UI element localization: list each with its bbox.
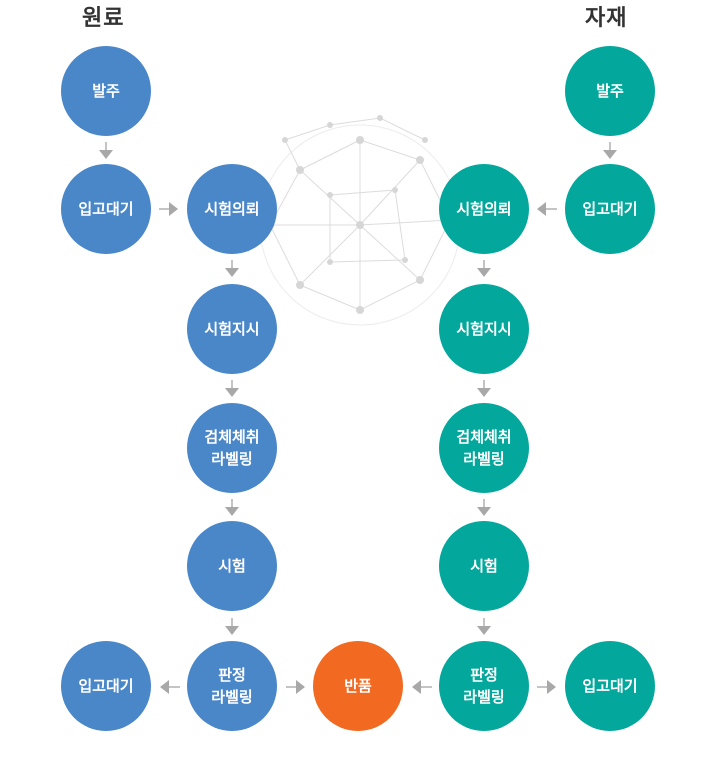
arrow-right-icon bbox=[159, 202, 178, 216]
arrow-down-icon bbox=[603, 142, 617, 159]
arrow-right-icon bbox=[537, 680, 556, 694]
arrow-down-icon bbox=[225, 260, 239, 277]
arrow-down-icon bbox=[225, 499, 239, 516]
return-node: 반품 bbox=[313, 641, 403, 731]
raw-test-node: 시험 bbox=[187, 521, 277, 611]
raw-test-request-node: 시험의뢰 bbox=[187, 164, 277, 254]
material-test-node: 시험 bbox=[439, 521, 529, 611]
raw-order-node: 발주 bbox=[61, 46, 151, 136]
material-test-request-node: 시험의뢰 bbox=[439, 164, 529, 254]
material-order-node: 발주 bbox=[565, 46, 655, 136]
arrow-down-icon bbox=[477, 260, 491, 277]
material-receive-wait-final-node: 입고대기 bbox=[565, 641, 655, 731]
arrow-down-icon bbox=[477, 499, 491, 516]
material-sample-label-node: 검체체취 라벨링 bbox=[439, 403, 529, 493]
material-judge-label-node: 판정 라벨링 bbox=[439, 641, 529, 731]
arrow-down-icon bbox=[477, 618, 491, 635]
raw-receive-wait-final-node: 입고대기 bbox=[61, 641, 151, 731]
arrow-left-icon bbox=[412, 680, 432, 694]
raw-judge-label-node: 판정 라벨링 bbox=[187, 641, 277, 731]
raw-receive-wait-node: 입고대기 bbox=[61, 164, 151, 254]
arrow-down-icon bbox=[225, 380, 239, 397]
raw-test-instruction-node: 시험지시 bbox=[187, 284, 277, 374]
raw-material-heading: 원료 bbox=[82, 6, 125, 31]
arrow-right-icon bbox=[286, 680, 305, 694]
arrow-down-icon bbox=[99, 142, 113, 159]
material-heading: 자재 bbox=[585, 6, 628, 31]
raw-sample-label-node: 검체체취 라벨링 bbox=[187, 403, 277, 493]
arrow-down-icon bbox=[477, 380, 491, 397]
arrow-down-icon bbox=[225, 618, 239, 635]
material-receive-wait-node: 입고대기 bbox=[565, 164, 655, 254]
material-test-instruction-node: 시험지시 bbox=[439, 284, 529, 374]
arrow-left-icon bbox=[160, 680, 180, 694]
arrow-left-icon bbox=[537, 202, 557, 216]
